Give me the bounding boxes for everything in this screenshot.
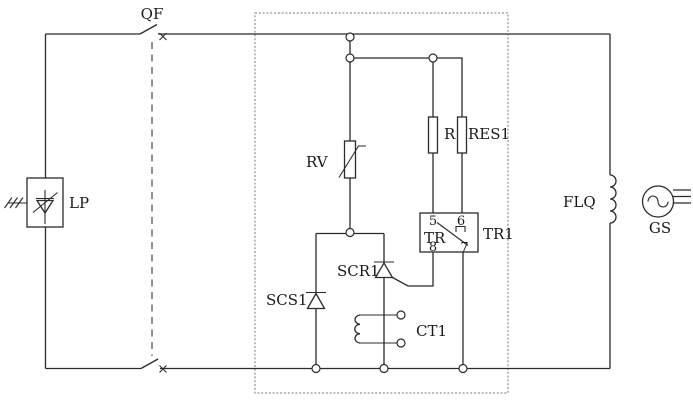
node-tap xyxy=(345,53,355,63)
lp-strike-line xyxy=(32,192,58,213)
rv-varistor: RV xyxy=(306,140,366,179)
ct1-current-transformer: CT1 xyxy=(354,310,447,348)
scs1-label: SCS1 xyxy=(266,291,308,309)
tr1-label: TR1 xyxy=(483,225,514,243)
rv-varistor-stroke xyxy=(338,145,366,178)
tr1-contact-blade xyxy=(436,222,469,246)
tr1-terminal-6: 6 xyxy=(457,214,465,229)
gs-phase-leads xyxy=(673,189,691,204)
r-body xyxy=(427,116,439,154)
flq-coil xyxy=(609,174,617,224)
internal-wires xyxy=(315,41,464,365)
flq-label: FLQ xyxy=(563,193,596,211)
qf-label: QF xyxy=(141,5,164,23)
tr1-no-contact-icon xyxy=(455,225,466,232)
node-rv-junction xyxy=(345,227,355,238)
scs1-triangle xyxy=(306,292,326,310)
res1-body xyxy=(456,116,468,154)
scr1-label: SCR1 xyxy=(337,262,380,280)
lp-arrester: LP xyxy=(4,177,89,228)
tr1-terminal-7: 7 xyxy=(460,241,468,256)
r-resistor: R xyxy=(427,116,456,154)
gs-label: GS xyxy=(649,219,671,237)
scr1-triangle xyxy=(374,261,394,279)
res1-resistor: RES1 xyxy=(456,116,510,154)
branch-to-resistors xyxy=(354,57,463,117)
node-bottom-t7 xyxy=(458,363,468,374)
ct1-terminal-top xyxy=(396,310,406,320)
qf-bottom-contact-cross xyxy=(159,365,167,373)
qf-bottom-blade xyxy=(140,358,159,370)
node-top-wire xyxy=(345,32,355,42)
ct1-label: CT1 xyxy=(416,322,447,340)
res1-label: RES1 xyxy=(468,125,510,143)
lp-label: LP xyxy=(69,194,89,212)
r-label: R xyxy=(444,125,456,143)
ac-sine-icon xyxy=(647,195,669,208)
rv-label: RV xyxy=(306,153,329,171)
qf-top-blade xyxy=(139,23,158,35)
tr1-relay: 5 6 8 7 TR TR1 xyxy=(419,212,514,256)
node-bottom-scr1 xyxy=(379,363,389,374)
terminal-nodes xyxy=(311,32,468,374)
earth-hatch-icon xyxy=(4,197,24,209)
scs1-thyristor: SCS1 xyxy=(266,291,326,310)
tr1-terminal-5: 5 xyxy=(429,214,437,229)
node-resistor-branch xyxy=(428,53,438,63)
gs-circle xyxy=(641,185,675,218)
qf-top-contact-cross xyxy=(159,32,167,41)
lp-inner-triangle xyxy=(35,199,55,215)
node-bottom-scs1 xyxy=(311,363,321,374)
control-enclosure-box xyxy=(254,12,509,394)
scr1-thyristor: SCR1 xyxy=(337,261,394,280)
main-loop-wires xyxy=(44,33,611,370)
gs-generator: GS xyxy=(641,185,691,237)
ct1-terminal-bottom xyxy=(396,338,406,348)
tr1-terminal-8: 8 xyxy=(429,240,437,255)
ct1-coil xyxy=(354,314,361,344)
tr-inner-label: TR xyxy=(424,229,446,247)
scr1-gate-wire xyxy=(392,252,434,287)
qf-breaker: QF xyxy=(139,5,167,373)
tr1-box xyxy=(419,212,479,253)
flq-inductor: FLQ xyxy=(563,174,617,224)
